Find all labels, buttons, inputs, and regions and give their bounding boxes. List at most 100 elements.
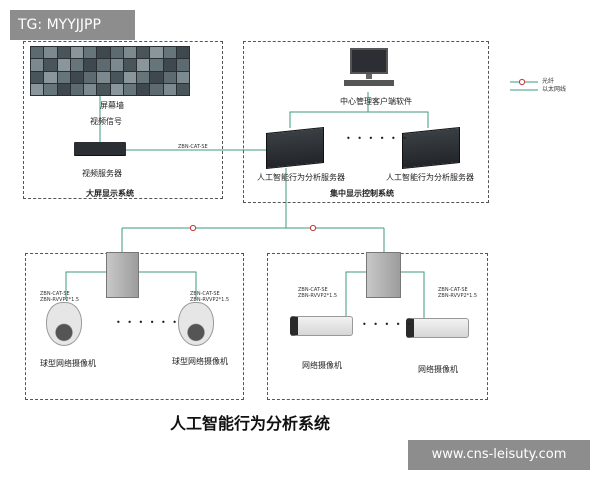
video-signal-label: 视频信号 xyxy=(90,117,122,126)
video-wall-tile xyxy=(31,71,44,83)
legend-fiber-label: 光纤 xyxy=(542,78,555,85)
video-wall-tile xyxy=(44,83,57,95)
video-wall-tile xyxy=(123,59,136,71)
central-control-system-title: 集中显示控制系统 xyxy=(330,189,394,198)
bullet-ellipsis: • • • • • xyxy=(362,320,414,329)
video-wall-tile xyxy=(31,59,44,71)
dome-cable-right-2: ZBN-RVVP2*1.5 xyxy=(190,297,230,303)
video-wall-tile xyxy=(31,47,44,59)
video-wall-tile xyxy=(110,83,123,95)
video-server-label: 视频服务器 xyxy=(82,169,122,178)
video-wall-tile xyxy=(84,83,97,95)
fiber-marker xyxy=(309,224,317,232)
video-wall-tile xyxy=(44,59,57,71)
bullet-cable-left-2: ZBN-RVVP2*1.5 xyxy=(298,293,338,299)
video-wall-tile xyxy=(110,71,123,83)
video-wall-tile xyxy=(84,47,97,59)
client-monitor xyxy=(350,48,388,74)
video-wall-tile xyxy=(150,71,163,83)
video-wall-tile xyxy=(70,83,83,95)
dome-camera-left-icon xyxy=(46,302,82,346)
video-wall-tile xyxy=(97,83,110,95)
ethernet-link xyxy=(136,271,197,300)
dome-cable-left-1: ZBN-CAT-SE xyxy=(40,291,70,297)
video-wall-tile xyxy=(57,83,70,95)
video-wall-tile xyxy=(70,47,83,59)
fiber-marker xyxy=(189,224,197,232)
dome-cabinet xyxy=(106,252,139,298)
video-wall xyxy=(30,46,190,96)
video-wall-tile xyxy=(97,47,110,59)
bullet-cabinet xyxy=(366,252,401,298)
bullet-camera-left-label: 网络摄像机 xyxy=(302,361,342,370)
video-wall-tile xyxy=(110,59,123,71)
watermark-bottom: www.cns-leisuty.com xyxy=(408,440,590,470)
video-server-device xyxy=(74,142,126,155)
video-wall-tile xyxy=(137,47,150,59)
link-cable-label: ZBN-CAT-SE xyxy=(178,144,208,150)
big-screen-system-box xyxy=(23,41,223,199)
video-wall-tile xyxy=(31,83,44,95)
bullet-camera-left-icon xyxy=(290,316,353,336)
video-wall-tile xyxy=(70,59,83,71)
video-wall-tile xyxy=(123,83,136,95)
video-wall-tile xyxy=(123,71,136,83)
ethernet-link xyxy=(368,111,429,128)
client-software-label: 中心管理客户端软件 xyxy=(340,97,412,106)
video-wall-tile xyxy=(44,47,57,59)
central-control-system-box xyxy=(243,41,489,203)
bullet-cable-left-1: ZBN-CAT-SE xyxy=(298,287,328,293)
video-wall-label: 屏幕墙 xyxy=(100,101,124,110)
video-wall-tile xyxy=(163,71,176,83)
legend-ethernet-label: 以太网线 xyxy=(542,86,567,93)
dome-camera-left-label: 球型网络摄像机 xyxy=(40,359,96,368)
video-wall-tile xyxy=(176,71,189,83)
watermark-top: TG: MYYJJPP xyxy=(10,10,135,40)
video-wall-tile xyxy=(70,71,83,83)
bullet-camera-right-icon xyxy=(406,318,469,338)
video-wall-tile xyxy=(150,59,163,71)
video-wall-tile xyxy=(97,59,110,71)
video-wall-tile xyxy=(57,47,70,59)
video-wall-tile xyxy=(57,71,70,83)
video-wall-tile xyxy=(176,59,189,71)
video-wall-tile xyxy=(137,59,150,71)
bullet-cable-right-1: ZBN-CAT-SE xyxy=(438,287,468,293)
video-wall-tile xyxy=(84,59,97,71)
analysis-server-right xyxy=(402,126,460,170)
bullet-cable-right-2: ZBN-RVVP2*1.5 xyxy=(438,293,478,299)
legend-fiber-marker xyxy=(518,78,526,86)
server-right-label: 人工智能行为分析服务器 xyxy=(386,173,474,182)
ethernet-link xyxy=(398,271,425,318)
video-wall-tile xyxy=(163,83,176,95)
dome-cable-right-1: ZBN-CAT-SE xyxy=(190,291,220,297)
video-wall-tile xyxy=(110,47,123,59)
dome-camera-right-icon xyxy=(178,302,214,346)
video-wall-tile xyxy=(150,47,163,59)
video-wall-tile xyxy=(137,71,150,83)
client-monitor-stand xyxy=(366,74,372,79)
video-wall-tile xyxy=(150,83,163,95)
video-wall-tile xyxy=(123,47,136,59)
video-wall-tile xyxy=(163,47,176,59)
big-screen-system-title: 大屏显示系统 xyxy=(86,189,134,198)
video-wall-tile xyxy=(176,83,189,95)
video-wall-tile xyxy=(163,59,176,71)
dome-camera-right-label: 球型网络摄像机 xyxy=(172,357,228,366)
analysis-server-left xyxy=(266,126,324,170)
bullet-camera-right-label: 网络摄像机 xyxy=(418,365,458,374)
central-ellipsis: • • • • • • xyxy=(346,134,410,143)
main-title: 人工智能行为分析系统 xyxy=(169,414,330,433)
video-wall-tile xyxy=(84,71,97,83)
ethernet-link xyxy=(289,92,369,128)
video-wall-tile xyxy=(57,59,70,71)
server-left-label: 人工智能行为分析服务器 xyxy=(257,173,345,182)
dome-ellipsis: • • • • • • xyxy=(116,318,180,327)
dome-cable-left-2: ZBN-RVVP2*1.5 xyxy=(40,297,80,303)
client-keyboard xyxy=(344,80,394,86)
video-wall-tile xyxy=(176,47,189,59)
video-wall-tile xyxy=(44,71,57,83)
ethernet-link xyxy=(65,271,108,300)
video-wall-tile xyxy=(97,71,110,83)
